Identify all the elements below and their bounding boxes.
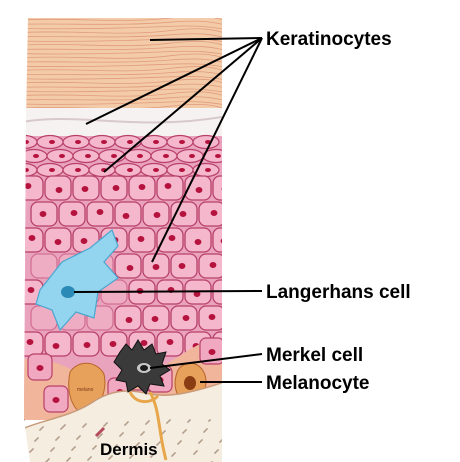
stratum-corneum-lines	[24, 18, 222, 110]
leader-lines	[73, 37, 263, 383]
leader-keratinocytes-3	[103, 37, 263, 173]
keratinocyte-cells	[24, 175, 222, 357]
granular-cells	[24, 134, 222, 178]
leader-langerhans	[73, 290, 263, 293]
nerve-fiber	[148, 391, 168, 461]
leader-merkel	[149, 353, 263, 369]
leader-keratinocytes-1	[149, 37, 263, 41]
label-langerhans-cell: Langerhans cell	[266, 282, 411, 303]
leader-keratinocytes-4	[151, 37, 263, 263]
label-keratinocytes: Keratinocytes	[266, 29, 392, 50]
label-melanocyte: Melanocyte	[266, 373, 369, 394]
label-dermis: Dermis	[100, 440, 158, 459]
leader-keratinocytes-2	[85, 37, 263, 125]
skin-section: melano	[24, 18, 222, 462]
label-merkel-cell: Merkel cell	[266, 345, 363, 366]
langerhans-cell-shape	[35, 229, 119, 332]
svg-text:melano: melano	[77, 387, 94, 393]
stratum-lucidum	[24, 108, 222, 138]
